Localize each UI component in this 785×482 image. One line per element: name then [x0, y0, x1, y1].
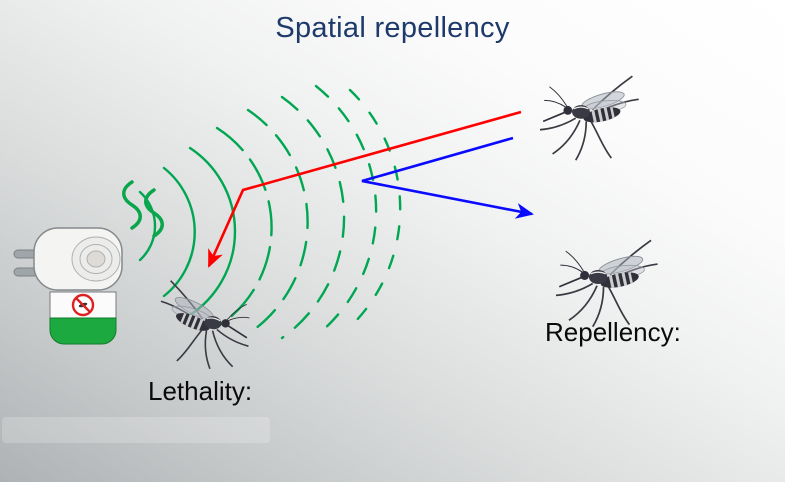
mosquito-top-right: [540, 76, 639, 160]
plug-in-diffuser-device: [13, 227, 123, 345]
plug-prongs: [13, 249, 39, 277]
repellency-label: Repellency:: [545, 317, 681, 347]
repellent-waves-icon: [138, 84, 402, 340]
scent-squiggle-icon: [122, 180, 164, 238]
page-title: Spatial repellency: [275, 12, 510, 44]
diffuser-vent: [71, 236, 121, 282]
repellency-arrow: [361, 136, 534, 219]
bottle-liquid: [49, 317, 117, 345]
watermark-box: [2, 417, 270, 443]
mosquito-mid-right: [556, 240, 658, 326]
lethality-arrow: [207, 110, 522, 268]
refill-bottle: [49, 291, 117, 345]
lethality-label: Lethality:: [148, 376, 253, 406]
no-mosquito-icon: [71, 293, 95, 317]
